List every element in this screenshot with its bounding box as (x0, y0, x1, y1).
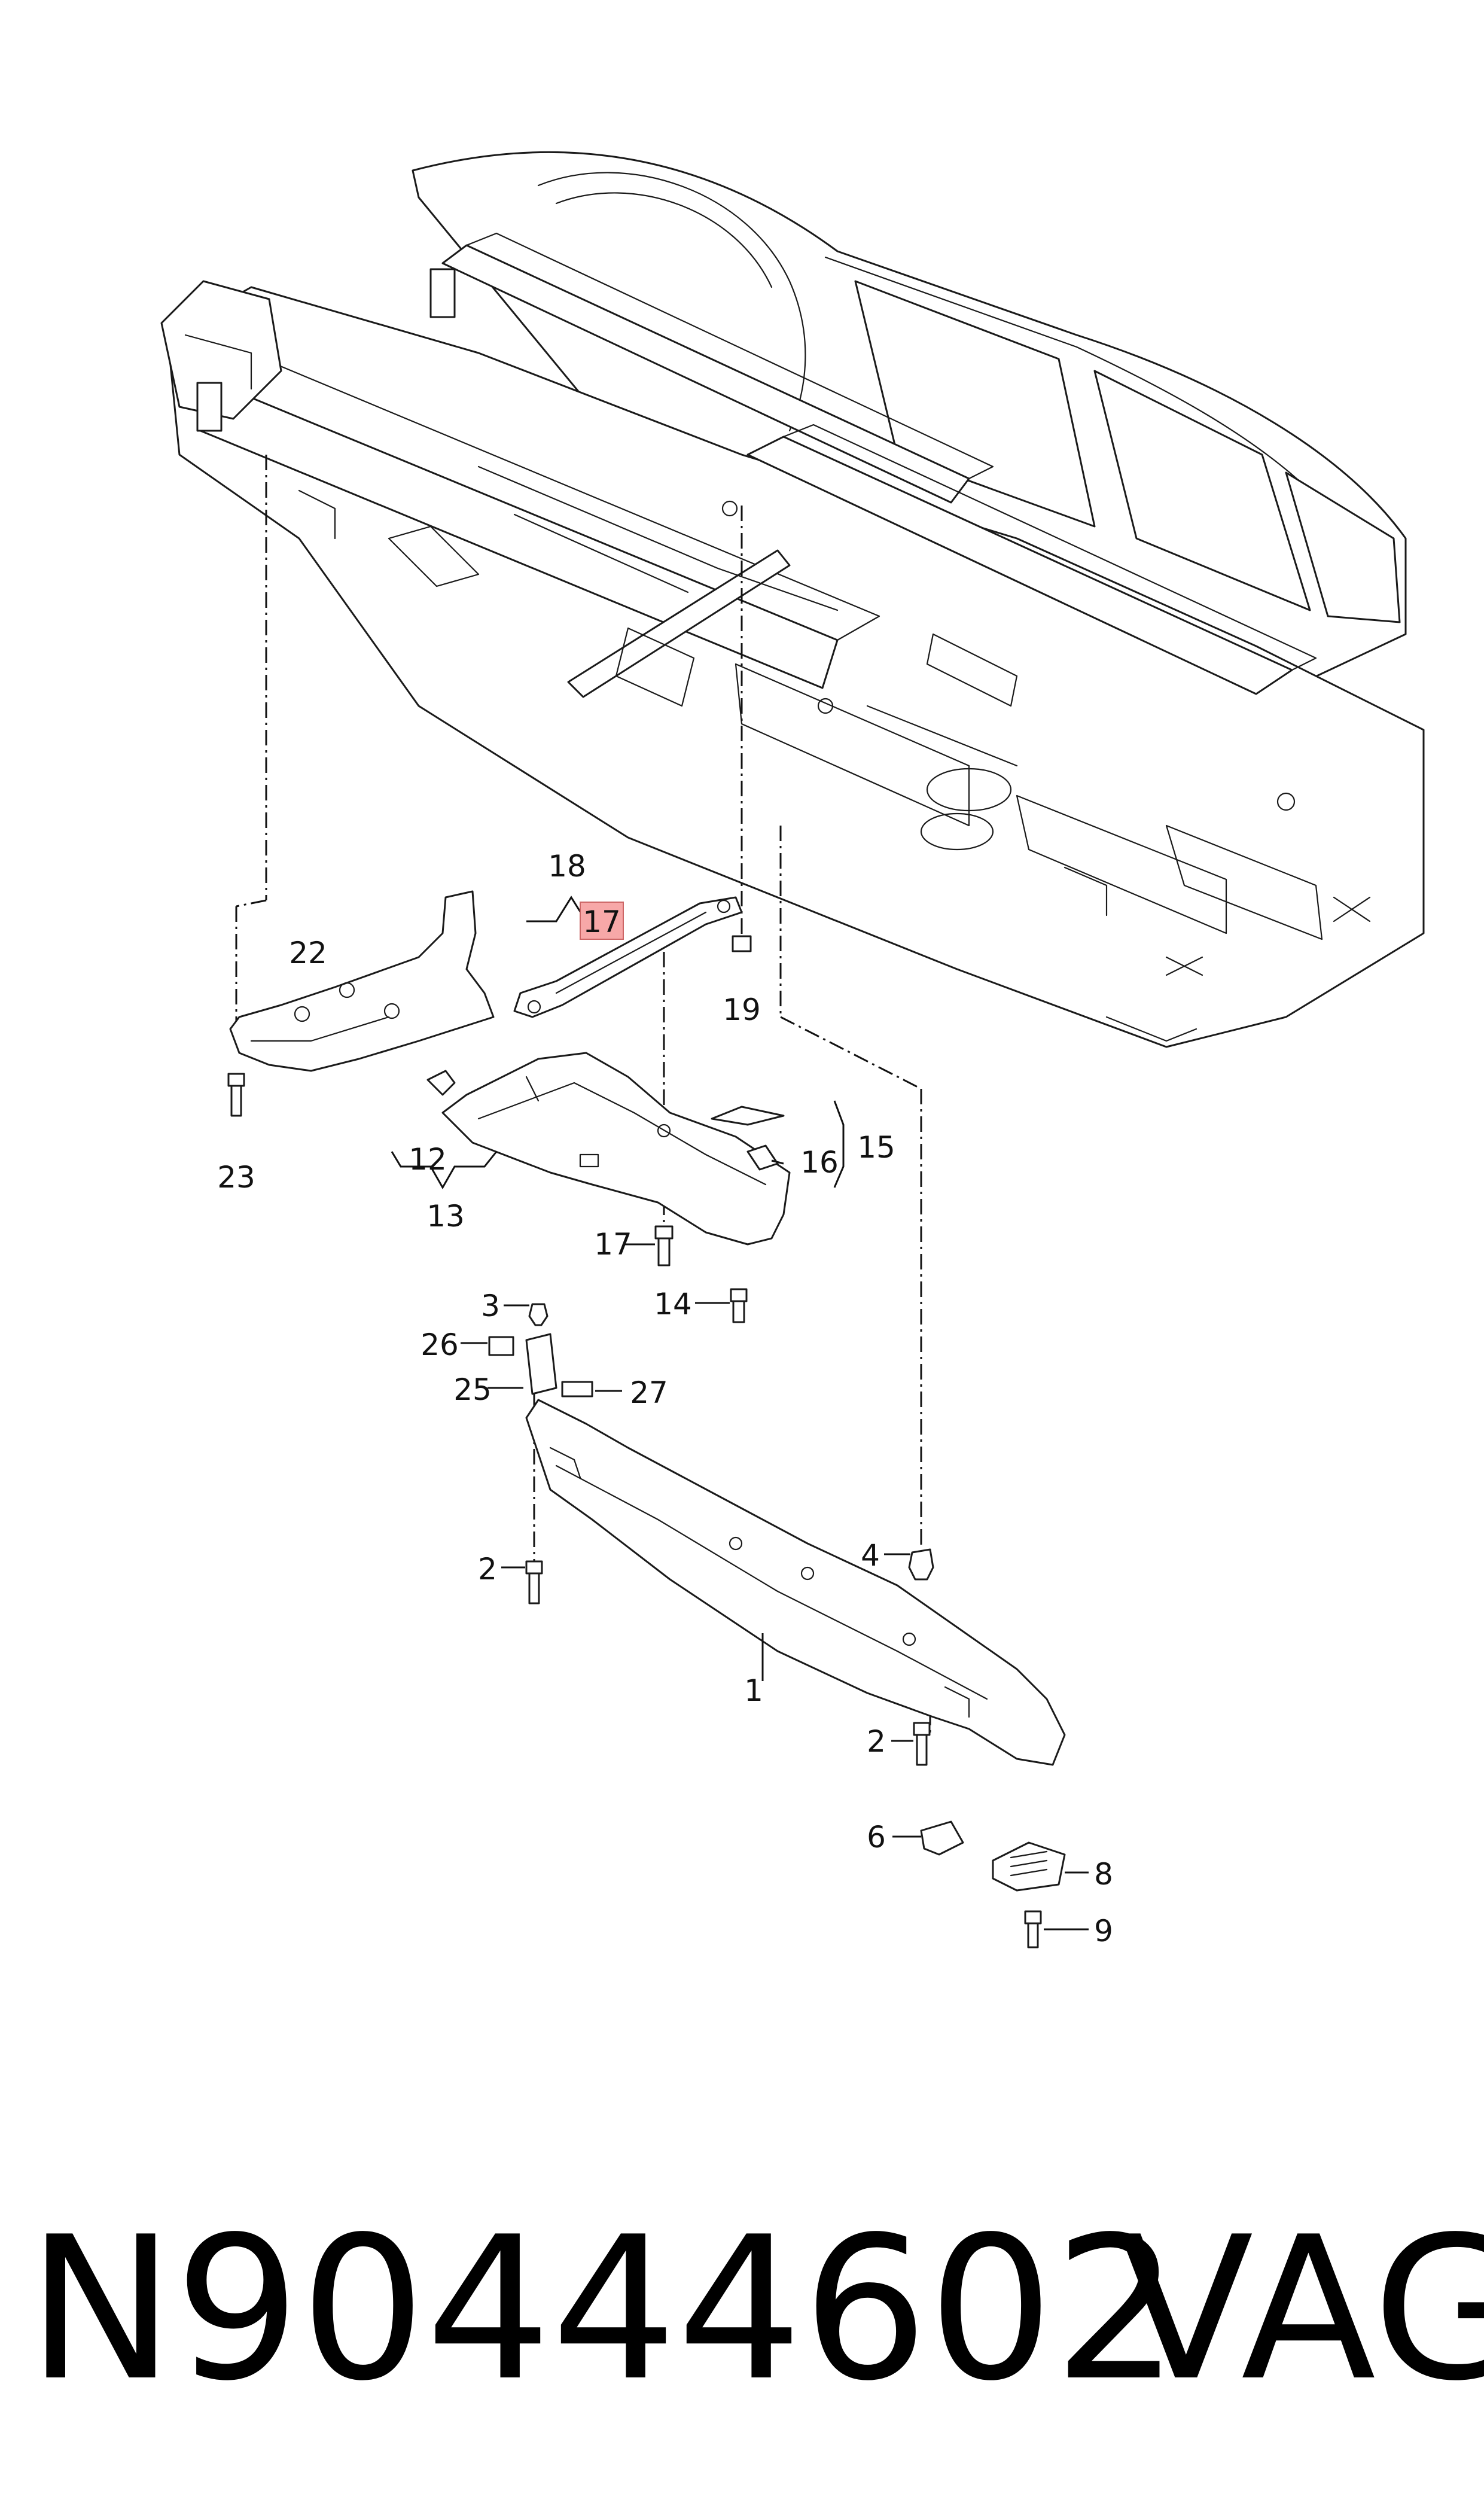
vehicle-underbody (160, 151, 1425, 1048)
footer: N90444602 VAG (0, 2184, 1484, 2435)
callout-25: 25 (453, 1372, 492, 1407)
callout-26: 26 (420, 1327, 459, 1362)
part-number: N90444602 (27, 2194, 1180, 2424)
callout-17: 17 (594, 1227, 632, 1262)
part-13-skid-plate (426, 1052, 791, 1246)
callout-16: 16 (800, 1145, 839, 1180)
callout-4: 4 (861, 1538, 880, 1573)
callout-2-right: 2 (867, 1724, 886, 1759)
callout-8: 8 (1094, 1857, 1113, 1892)
fasteners (227, 935, 1066, 1948)
callout-15: 15 (857, 1130, 895, 1165)
brand-name: VAG (1119, 2194, 1484, 2424)
callout-9: 9 (1094, 1914, 1113, 1948)
callout-6: 6 (867, 1820, 886, 1855)
part-22-panel (229, 890, 495, 1072)
part-1-side-cover (525, 1399, 1066, 1766)
callout-23: 23 (217, 1160, 255, 1195)
part-15-bracket (711, 1106, 785, 1171)
callout-12: 12 (409, 1142, 447, 1177)
callouts: 18 17 22 19 23 12 13 15 16 17 14 3 26 25… (217, 849, 1113, 1948)
leaders (391, 896, 1089, 1931)
callout-19: 19 (723, 992, 761, 1027)
callout-1: 1 (744, 1673, 763, 1708)
callout-14: 14 (654, 1287, 692, 1322)
highlight-box (580, 902, 624, 940)
callout-2-left: 2 (478, 1552, 497, 1587)
callout-18: 18 (548, 849, 586, 884)
callout-3: 3 (481, 1289, 500, 1323)
callout-27: 27 (630, 1375, 668, 1410)
callout-17-highlight: 17 (583, 905, 621, 939)
part-18-strut (513, 896, 743, 1018)
callout-22: 22 (289, 936, 327, 970)
callout-13: 13 (426, 1199, 465, 1234)
